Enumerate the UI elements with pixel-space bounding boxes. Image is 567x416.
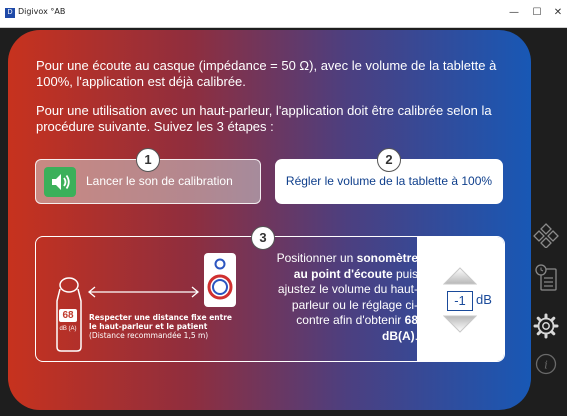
volume-icon xyxy=(44,167,76,197)
instruction-text-2: puis ajustez le volume du haut-parleur o… xyxy=(277,266,418,328)
double-arrow-icon xyxy=(86,285,201,303)
svg-text:i: i xyxy=(544,359,548,372)
gear-icon[interactable] xyxy=(533,313,559,344)
app-icon: D xyxy=(5,8,15,18)
info-icon[interactable]: i xyxy=(535,353,557,380)
instruction-bold-1: sonomètre au point d'écoute xyxy=(293,251,418,281)
stepper-up-icon[interactable] xyxy=(442,267,478,290)
close-button[interactable]: ✕ xyxy=(553,7,563,18)
step-1-badge: 1 xyxy=(136,148,160,172)
distance-line-3: (Distance recommandée 1,5 m) xyxy=(89,331,209,340)
step-3-instruction: Positionner un sonomètre au point d'écou… xyxy=(271,251,418,344)
title-bar: D Digivox °AB — ☐ ✕ xyxy=(0,0,567,28)
sound-meter-icon xyxy=(49,277,89,358)
intro-paragraph-headphones: Pour une écoute au casque (impédance = 5… xyxy=(36,58,497,89)
minimize-button[interactable]: — xyxy=(509,7,519,18)
level-offset-value[interactable]: -1 xyxy=(447,291,473,311)
meter-unit: dB (A) xyxy=(59,326,77,332)
step-3-badge: 3 xyxy=(251,226,275,250)
speaker-icon xyxy=(202,251,238,314)
distance-line-1: Respecter une distance fixe entre xyxy=(89,313,233,322)
play-calibration-label: Lancer le son de calibration xyxy=(86,174,233,188)
distance-note: Respecter une distance fixe entre le hau… xyxy=(89,313,232,340)
diamond-grid-icon[interactable] xyxy=(533,222,559,253)
meter-reading: 68 xyxy=(59,309,77,322)
document-clock-icon[interactable] xyxy=(535,264,559,297)
instruction-text-1: Positionner un xyxy=(276,251,357,265)
intro-paragraph-speaker: Pour une utilisation avec un haut-parleu… xyxy=(36,103,492,134)
level-adjust-control: -1 dB xyxy=(417,237,504,361)
instruction-bold-2: 68 dB(A) xyxy=(382,313,418,343)
main-area: Pour une écoute au casque (impédance = 5… xyxy=(0,28,567,416)
maximize-button[interactable]: ☐ xyxy=(532,7,542,18)
instruction-text-3: . xyxy=(415,329,418,343)
distance-line-2: le haut-parleur et le patient xyxy=(89,322,208,331)
set-volume-label: Régler le volume de la tablette à 100% xyxy=(285,174,493,188)
window-title: Digivox °AB xyxy=(18,7,66,16)
level-offset-unit: dB xyxy=(476,292,492,307)
calibration-panel: Pour une écoute au casque (impédance = 5… xyxy=(8,30,531,410)
step-2-badge: 2 xyxy=(377,148,401,172)
stepper-down-icon[interactable] xyxy=(442,315,478,338)
adjust-level-step: 68 dB (A) Respecter u xyxy=(35,236,505,362)
